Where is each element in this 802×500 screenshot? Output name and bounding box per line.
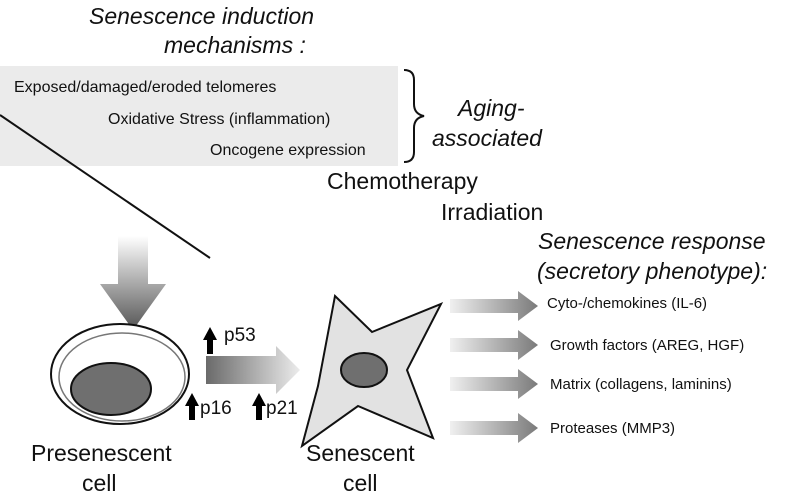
- response-arrow-4: [450, 413, 538, 443]
- mechanism-oxidative-stress: Oxidative Stress (inflammation): [108, 111, 331, 128]
- chemotherapy-label: Chemotherapy: [327, 168, 478, 194]
- presenescent-label-line2: cell: [82, 470, 117, 496]
- aging-label-line1: Aging-: [458, 95, 525, 121]
- p53-label: p53: [224, 325, 256, 346]
- aging-brace: [403, 69, 425, 163]
- senescent-label-line1: Senescent: [306, 440, 415, 466]
- response-item-matrix: Matrix (collagens, laminins): [550, 376, 732, 393]
- irradiation-label: Irradiation: [441, 199, 544, 225]
- aging-label-line2: associated: [432, 125, 542, 151]
- senescent-label-line2: cell: [343, 470, 378, 496]
- mechanisms-box: [0, 66, 398, 166]
- response-item-growth-factors: Growth factors (AREG, HGF): [550, 337, 745, 354]
- response-arrow-3: [450, 369, 538, 399]
- response-item-cytokines: Cyto-/chemokines (IL-6): [547, 295, 708, 312]
- p16-label: p16: [200, 398, 232, 419]
- p21-up-arrow: [252, 393, 266, 420]
- response-title-line2: (secretory phenotype):: [537, 258, 768, 284]
- p21-label: p21: [266, 398, 298, 419]
- p53-up-arrow: [203, 327, 217, 354]
- presenescent-label-line1: Presenescent: [31, 440, 172, 466]
- response-item-proteases: Proteases (MMP3): [550, 420, 676, 437]
- response-arrow-2: [450, 330, 538, 360]
- response-arrow-1: [450, 291, 538, 321]
- induction-title-line2: mechanisms :: [164, 32, 306, 58]
- senescent-nucleus: [340, 352, 388, 388]
- mechanism-telomeres: Exposed/damaged/eroded telomeres: [14, 79, 277, 96]
- response-title-line1: Senescence response: [538, 228, 766, 254]
- presenescent-cell-inner-ring: [58, 332, 186, 422]
- p16-up-arrow: [185, 393, 199, 420]
- induction-title-line1: Senescence induction: [89, 3, 315, 29]
- mechanism-oncogene: Oncogene expression: [210, 142, 366, 159]
- presenescent-nucleus: [70, 362, 152, 416]
- transition-arrow: [206, 346, 300, 394]
- diagonal-divider: [0, 114, 211, 259]
- down-arrow: [100, 236, 166, 330]
